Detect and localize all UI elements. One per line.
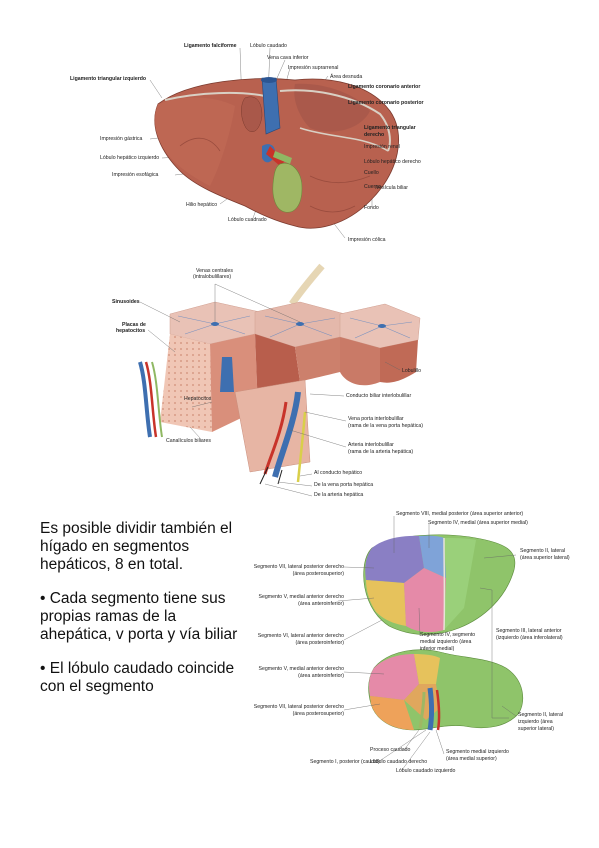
label-segmento-7-1: Segmento VII, lateral posterior derecho bbox=[253, 564, 344, 570]
label-ligamento-falciforme: Ligamento falciforme bbox=[184, 43, 237, 49]
label-segmento-medial-izq-1: Segmento medial izquierdo bbox=[446, 749, 509, 755]
label-placas-1: Placas de bbox=[122, 322, 146, 328]
paragraph-segmentos: Es posible dividir también el hígado en … bbox=[40, 520, 233, 573]
label-segmento-7b-2: (área posterosuperior) bbox=[292, 711, 344, 717]
label-lobulo-hepatico-izquierdo: Lóbulo hepático izquierdo bbox=[100, 155, 160, 161]
label-arteria-2: (rama de la arteria hepática) bbox=[348, 449, 414, 455]
label-segmento-4: Segmento IV, medial (área superior media… bbox=[428, 520, 528, 526]
label-sinusoides: Sinusoides bbox=[112, 299, 140, 305]
label-ligamento-triangular-derecho-2: derecho bbox=[364, 132, 385, 138]
label-lobulillo: Lobulillo bbox=[402, 368, 422, 374]
label-impresion-colica: Impresión cólica bbox=[348, 237, 386, 243]
label-ligamento-coronario-anterior: Ligamento coronario anterior bbox=[348, 84, 421, 90]
label-segmento-7-2: (área posterosuperior) bbox=[292, 571, 344, 577]
label-segmento-6-1: Segmento VI, lateral anterior derecho bbox=[257, 633, 344, 639]
label-vena-porta-1: Vena porta interlobulillar bbox=[348, 416, 404, 422]
label-impresion-gastrica: Impresión gástrica bbox=[100, 136, 143, 142]
label-segmento-8: Segmento VIII, medial posterior (área su… bbox=[396, 511, 524, 517]
label-vesicula-biliar: Vesícula biliar bbox=[376, 185, 409, 191]
label-segmento-4b-3: inferior medial) bbox=[420, 646, 455, 652]
label-segmento-1: Segmento I, posterior (caudal) bbox=[310, 759, 380, 765]
label-segmento-2b-2: izquierdo (área bbox=[518, 719, 553, 725]
label-conducto-biliar: Conducto biliar interlobulillar bbox=[346, 393, 412, 399]
label-segmento-2-1: Segmento II, lateral bbox=[520, 548, 565, 554]
body-text: Es posible dividir también el hígado en … bbox=[40, 520, 240, 712]
label-segmento-5-2: (área anteroinferior) bbox=[298, 601, 344, 607]
paragraph-lobulo-caudado: • El lóbulo caudado coincide con el segm… bbox=[40, 660, 235, 695]
label-segmento-3-2: (izquierdo (área inferolateral) bbox=[496, 635, 563, 641]
label-de-vena-porta: De la vena porta hepática bbox=[314, 482, 374, 488]
liver-posterior-figure: Ligamento falciforme Lóbulo caudado Vena… bbox=[70, 36, 430, 256]
label-segmento-2b-3: superior lateral) bbox=[518, 726, 555, 732]
label-lobulo-caudado-izquierdo: Lóbulo caudado izquierdo bbox=[396, 768, 456, 774]
label-proceso-caudado: Proceso caudado bbox=[370, 747, 411, 753]
label-cuerpo: Cuerpo bbox=[364, 184, 382, 190]
label-segmento-6-2: (área posteroinferior) bbox=[295, 640, 344, 646]
label-vena-porta-2: (rama de la vena porta hepática) bbox=[348, 423, 423, 429]
label-ligamento-triangular-izquierdo: Ligamento triangular izquierdo bbox=[70, 76, 147, 82]
label-arteria-1: Arteria interlobulillar bbox=[348, 442, 394, 448]
label-segmento-2b-1: Segmento II, lateral bbox=[518, 712, 563, 718]
label-al-conducto-hepatico: Al conducto hepático bbox=[314, 470, 363, 476]
paragraph-ramas: • Cada segmento tiene sus propias ramas … bbox=[40, 590, 238, 643]
label-segmento-5b-2: (área anteroinferior) bbox=[298, 673, 344, 679]
label-segmento-7b-1: Segmento VII, lateral posterior derecho bbox=[253, 704, 344, 710]
label-ligamento-triangular-derecho-1: Ligamento triangular bbox=[364, 125, 416, 131]
label-segmento-5b-1: Segmento V, medial anterior derecho bbox=[258, 666, 344, 672]
label-segmento-5-1: Segmento V, medial anterior derecho bbox=[258, 594, 344, 600]
liver-lobule-illustration bbox=[138, 263, 421, 497]
label-segmento-3-1: Segmento III, lateral anterior bbox=[496, 628, 562, 634]
label-lobulo-hepatico-derecho: Lóbulo hepático derecho bbox=[364, 159, 421, 165]
liver-posterior-illustration bbox=[149, 47, 400, 239]
label-impresion-renal: Impresión renal bbox=[364, 144, 400, 150]
label-venas-centrales-1: Venas centrales bbox=[196, 268, 233, 274]
label-venas-centrales-2: (intralobulillares) bbox=[193, 274, 232, 280]
label-vena-cava-inferior: Vena cava inferior bbox=[267, 55, 309, 61]
label-lobulo-caudado: Lóbulo caudado bbox=[250, 43, 287, 49]
label-lobulo-caudado-derecho: Lóbulo caudado derecho bbox=[370, 759, 428, 765]
label-fondo: Fondo bbox=[364, 205, 379, 211]
label-impresion-suprarrenal: Impresión suprarrenal bbox=[288, 65, 339, 71]
label-segmento-2-2: (área superior lateral) bbox=[520, 555, 570, 561]
label-hilio-hepatico: Hilio hepático bbox=[186, 202, 218, 208]
liver-segments-figure: Segmento VIII, medial posterior (área su… bbox=[244, 508, 594, 778]
label-area-desnuda: Área desnuda bbox=[330, 74, 363, 80]
label-segmento-4b-2: medial izquierdo (área bbox=[420, 639, 472, 645]
label-canaliculos-biliares: Canalículos biliares bbox=[166, 438, 211, 444]
liver-segments-illustration bbox=[337, 516, 524, 771]
label-lobulo-cuadrado: Lóbulo cuadrado bbox=[228, 217, 267, 223]
label-segmento-medial-izq-2: (área medial superior) bbox=[446, 756, 497, 762]
label-cuello: Cuello bbox=[364, 170, 379, 176]
liver-lobule-figure: Venas centrales (intralobulillares) Sinu… bbox=[100, 262, 460, 502]
label-placas-2: hepatocitos bbox=[116, 328, 146, 334]
label-ligamento-coronario-posterior: Ligamento coronario posterior bbox=[348, 100, 424, 106]
label-segmento-4b-1: Segmento IV, segmento bbox=[420, 632, 476, 638]
label-hepatocitos: Hepatocitos bbox=[184, 396, 212, 402]
label-impresion-esofagica: Impresión esofágica bbox=[112, 172, 159, 178]
label-de-arteria: De la arteria hepática bbox=[314, 492, 364, 498]
